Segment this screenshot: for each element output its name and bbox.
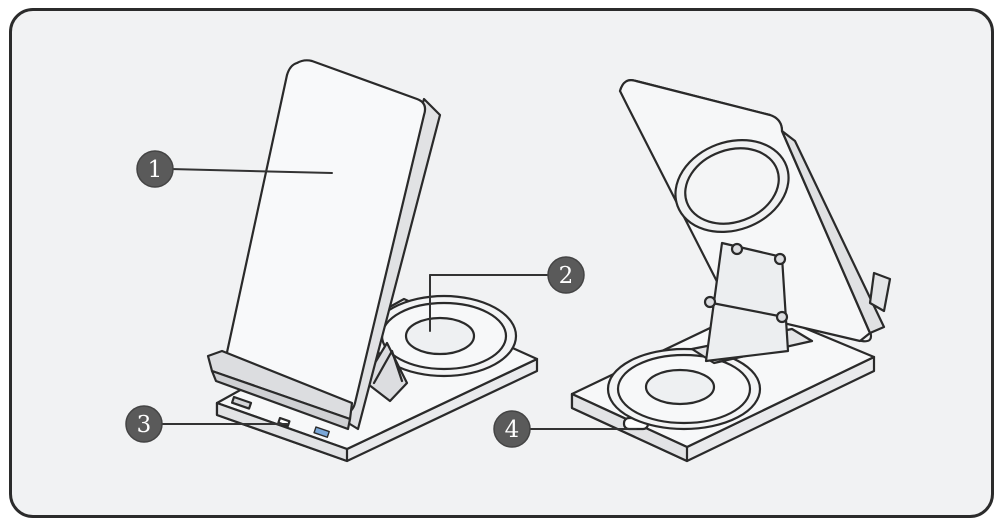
- svg-text:3: 3: [137, 412, 152, 438]
- right-base-charging-pad: [606, 347, 762, 431]
- usb-port: [313, 426, 330, 438]
- left-charger-stand: [206, 59, 539, 463]
- folding-kickstand: [704, 241, 790, 363]
- left-base-charging-pad: [370, 294, 518, 378]
- callout-marker-3: 3: [125, 405, 163, 443]
- callout-marker-2: 2: [547, 256, 585, 294]
- svg-text:4: 4: [505, 417, 520, 443]
- svg-text:2: 2: [559, 263, 574, 289]
- callout-marker-4: 4: [493, 410, 531, 448]
- product-diagram: 1 2 3 4: [125, 59, 892, 463]
- diagram-frame: 1 2 3 4: [9, 8, 994, 518]
- svg-text:1: 1: [148, 157, 163, 183]
- callout-leader-lines: [155, 168, 637, 430]
- right-charger-stand: [570, 79, 892, 463]
- leader-line-1: [169, 168, 333, 174]
- callout-marker-1: 1: [136, 150, 174, 188]
